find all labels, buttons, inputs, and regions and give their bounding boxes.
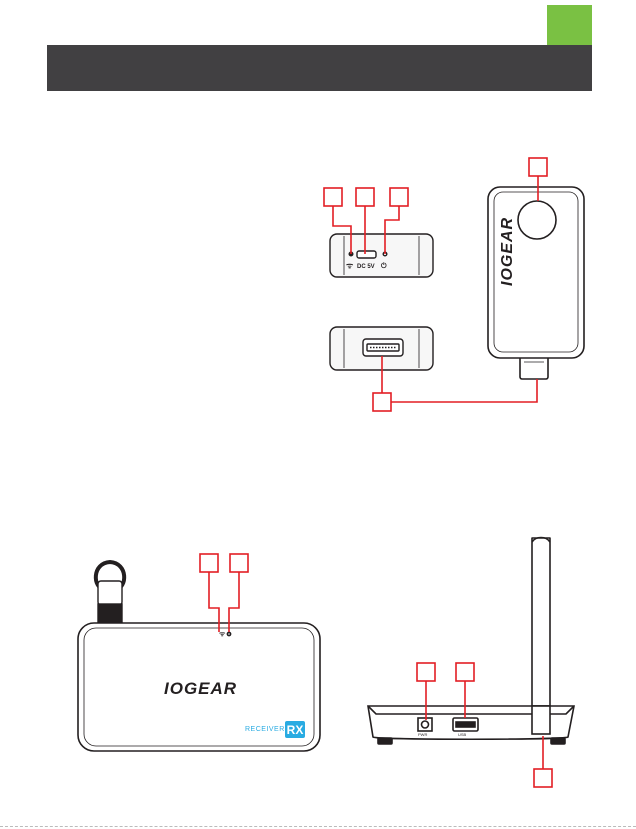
dc-input-label: DC 5V — [357, 264, 375, 270]
page-bottom-rule — [0, 826, 636, 827]
wifi-indicator-icon: ᯤ — [346, 262, 353, 270]
receiver-model-text: RECEIVER — [245, 726, 285, 733]
transmitter-logo: IOGEAR — [500, 217, 516, 286]
receiver-wifi-led-icon: ᯤ — [219, 631, 225, 638]
rear-usb-label: USB — [458, 733, 466, 737]
rear-power-label: PWR — [418, 733, 427, 737]
receiver-antenna-folded — [96, 562, 124, 630]
transmitter-port-end-view — [330, 234, 433, 277]
power-indicator-icon: ⏻ — [381, 263, 387, 270]
receiver-logo: IOGEAR — [164, 680, 237, 697]
rx-badge: RX — [285, 721, 305, 738]
receiver-rear-view — [368, 538, 574, 745]
